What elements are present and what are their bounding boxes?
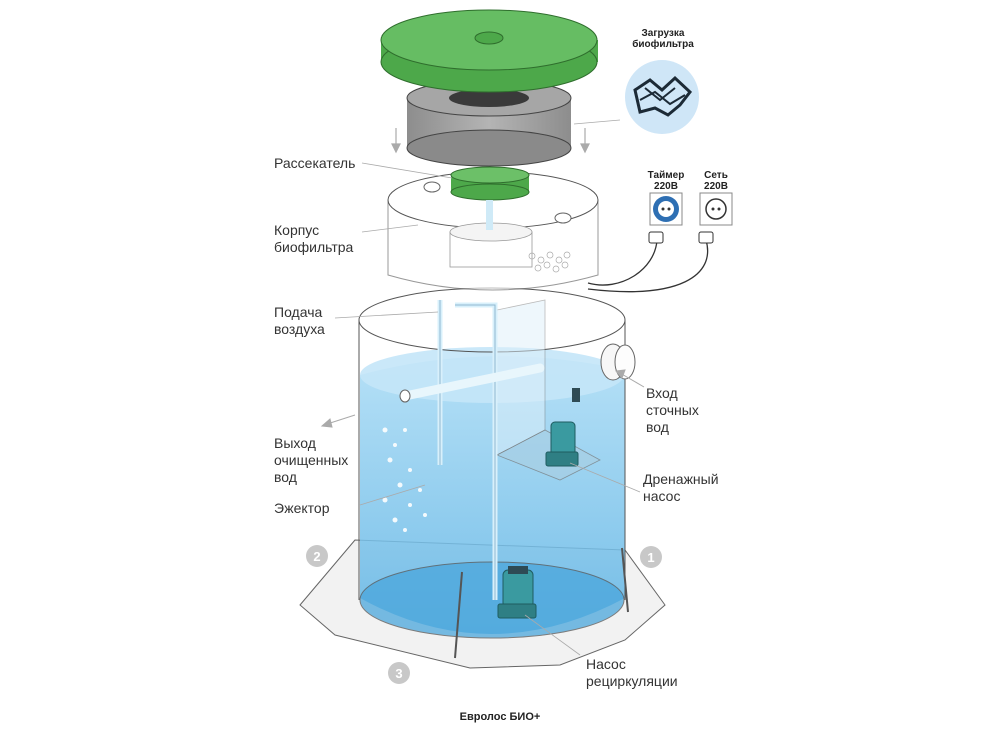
mains-socket-icon	[699, 192, 733, 226]
diagram-caption: Евролос БИО+	[459, 711, 541, 723]
ejector-label: Эжектор	[274, 500, 330, 516]
splitter	[450, 166, 530, 230]
gray-ring	[406, 79, 572, 167]
svg-text:2: 2	[313, 549, 320, 564]
aerator-pipe	[400, 363, 545, 401]
plug-icon	[648, 231, 714, 244]
tank-top-rim	[358, 287, 626, 353]
rib-right	[621, 547, 629, 613]
splitter-label: Рассекатель	[274, 155, 356, 171]
aerator-pipe-end	[399, 389, 411, 403]
biofilter-perforations	[528, 251, 571, 273]
biofilter-hole-left	[423, 181, 441, 193]
badge-2: 2	[306, 545, 328, 567]
air-pipe-outline	[439, 300, 496, 600]
tank-bottom	[359, 561, 625, 639]
rib-left	[454, 571, 463, 659]
ejector-bubbles	[382, 427, 427, 532]
svg-text:1: 1	[647, 550, 654, 565]
green-lid	[380, 9, 598, 93]
flow-arrows	[320, 369, 645, 428]
biofilter-media-icon	[625, 60, 699, 134]
badge-1: 1	[640, 546, 662, 568]
recirculation-pump	[497, 566, 537, 619]
leader-lines	[334, 119, 641, 656]
badge-3: 3	[388, 662, 410, 684]
biofilter-hole-right	[554, 212, 572, 224]
drain-pump	[545, 388, 580, 467]
assembly-arrows	[391, 128, 590, 154]
svg-text:3: 3	[395, 666, 402, 681]
power-cables	[587, 239, 709, 293]
timer-socket-icon	[649, 192, 683, 226]
